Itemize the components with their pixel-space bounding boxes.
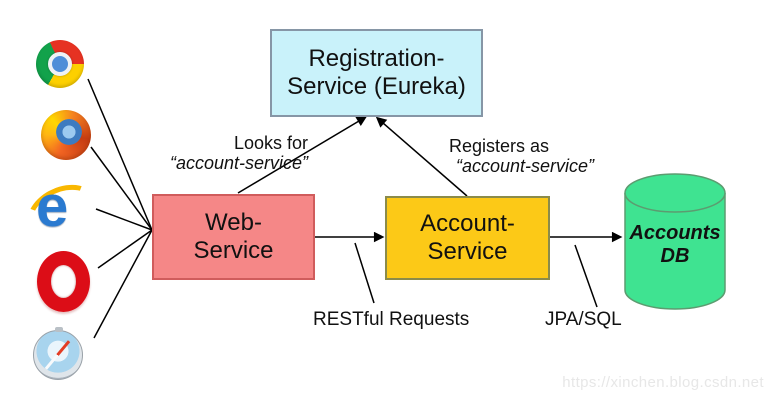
safari-icon bbox=[33, 327, 83, 380]
restful-requests-label: RESTful Requests bbox=[313, 309, 470, 330]
arrow-web-to-registration bbox=[237, 116, 368, 194]
accounts-db-label: Accounts DB bbox=[623, 222, 727, 268]
web-service-label-line1: Web- bbox=[205, 209, 262, 236]
registers-as-label-line1: Registers as bbox=[449, 136, 550, 156]
accounts-db-cylinder: Accounts DB bbox=[623, 172, 727, 312]
leader-jpa-sql bbox=[574, 244, 598, 308]
edge-ie-to-web bbox=[95, 208, 153, 231]
ie-letter-e: e bbox=[36, 174, 69, 239]
watermark-url: https://xinchen.blog.csdn.net bbox=[562, 374, 764, 391]
leader-restful-requests bbox=[354, 242, 375, 304]
chrome-icon bbox=[36, 40, 84, 88]
registration-service-box: Registration- Service (Eureka) bbox=[270, 29, 483, 117]
registers-as-label: Registers as “account-service” bbox=[449, 136, 594, 176]
internet-explorer-icon: e bbox=[30, 178, 88, 236]
looks-for-label-line2: “account-service” bbox=[169, 153, 308, 173]
account-service-label-line1: Account- bbox=[420, 210, 515, 237]
db-cylinder-shape bbox=[624, 173, 726, 310]
opera-icon bbox=[37, 251, 90, 312]
looks-for-label-line1: Looks for bbox=[233, 133, 308, 153]
looks-for-label: Looks for “account-service” bbox=[145, 133, 308, 173]
account-service-box: Account- Service bbox=[385, 196, 550, 280]
registers-as-label-line2: “account-service” bbox=[456, 156, 595, 176]
registration-service-label-line2: Service (Eureka) bbox=[287, 73, 466, 100]
edge-firefox-to-web bbox=[90, 146, 153, 231]
edge-chrome-to-web bbox=[87, 78, 153, 231]
account-service-label-line2: Service bbox=[427, 238, 508, 265]
arrow-account-to-registration bbox=[375, 116, 468, 197]
web-service-box: Web- Service bbox=[152, 194, 315, 280]
registration-service-label-line1: Registration- bbox=[308, 45, 445, 72]
web-service-label-line2: Service bbox=[193, 237, 274, 264]
edge-safari-to-web bbox=[93, 229, 153, 339]
firefox-icon bbox=[41, 110, 91, 160]
accounts-db-label-line2: DB bbox=[660, 245, 690, 267]
jpa-sql-label: JPA/SQL bbox=[545, 309, 622, 330]
accounts-db-label-line1: Accounts bbox=[629, 222, 721, 244]
edge-opera-to-web bbox=[97, 229, 153, 269]
